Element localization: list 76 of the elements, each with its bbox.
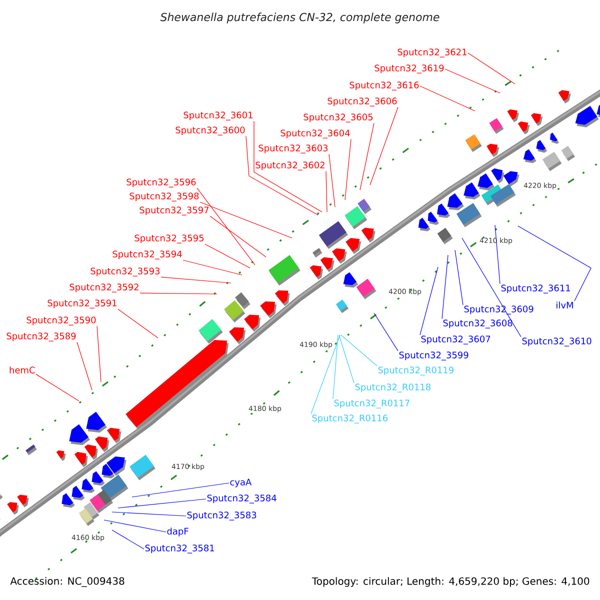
- gene-label: Sputcn32_3602: [256, 162, 324, 170]
- leader-line: [340, 334, 378, 366]
- footer-text: Accession: NC_009438: [10, 577, 124, 587]
- gene-label: Sputcn32_3603: [258, 144, 328, 154]
- gene-label: Sputcn32_3601: [184, 112, 252, 120]
- leader-line: [140, 292, 218, 294]
- leader-line: [182, 260, 242, 276]
- leader-line: [132, 482, 230, 498]
- leader-line: [444, 68, 500, 94]
- leader-line: [310, 334, 340, 414]
- gene-label: Sputcn32_R0116: [312, 414, 388, 424]
- gene-label: Sputcn32_3597: [140, 206, 209, 216]
- leader-line: [332, 334, 338, 400]
- gene-label: Sputcn32_3598: [130, 192, 199, 202]
- gene-label: Sputcn32_3589: [6, 332, 76, 342]
- leader-line: [76, 342, 92, 390]
- gene-label: Sputcn32_3591: [48, 300, 116, 308]
- leader-line: [328, 154, 336, 208]
- leader-line: [112, 512, 186, 516]
- gene-label: Sputcn32_R0118: [355, 384, 430, 392]
- gene-label: Sputcn32_3584: [207, 494, 276, 504]
- leader-line: [210, 216, 266, 258]
- leader-line: [118, 498, 206, 508]
- leader-line: [96, 326, 102, 382]
- gene-label: Sputcn32_3596: [126, 178, 196, 188]
- gene-label: cyaA: [230, 478, 252, 488]
- gene-label: ilvM: [556, 302, 573, 308]
- gene-label: Sputcn32_3593: [90, 268, 160, 276]
- leader-line: [104, 520, 166, 532]
- gene-label: Sputcn32_3583: [187, 512, 256, 520]
- leader-line: [494, 224, 500, 284]
- leader-line: [420, 86, 476, 112]
- gene-label: Sputcn32_3605: [304, 114, 373, 122]
- leader-line: [454, 250, 464, 306]
- gene-label: Sputcn32_3611: [501, 284, 570, 294]
- gene-label: Sputcn32_3604: [280, 130, 350, 138]
- leader-line: [370, 106, 398, 186]
- leader-line: [420, 266, 438, 336]
- gene-label: Sputcn32_3619: [374, 64, 444, 74]
- gene-label: Sputcn32_3599: [399, 352, 468, 360]
- leader-line: [246, 136, 318, 216]
- leader-line: [160, 276, 232, 284]
- leader-line: [112, 530, 144, 550]
- gene-label: Sputcn32_3610: [522, 338, 592, 346]
- gene-label: Sputcn32_3581: [145, 544, 214, 554]
- leader-line: [204, 244, 250, 268]
- title: Shewanella putrefaciens CN-32, complete genome: [160, 12, 440, 24]
- leader-line: [338, 334, 354, 384]
- leader-line: [360, 122, 374, 190]
- gene-label: Sputcn32_3590: [26, 316, 96, 326]
- gene-label: Sputcn32_3621: [398, 48, 466, 58]
- gene-label: Sputcn32_R0117: [334, 400, 410, 408]
- leader-line: [468, 52, 516, 84]
- leader-line: [442, 254, 448, 320]
- gene-label: Sputcn32_R0119: [378, 366, 454, 376]
- leader-line: [374, 312, 398, 352]
- gene-label: Sputcn32_3595: [134, 234, 204, 244]
- footer-text: Topology: circular; Length: 4,659,220 bp; Genes: 4,100: [312, 577, 590, 587]
- leader-line: [36, 374, 80, 402]
- leader-line: [326, 170, 328, 212]
- gene-label: Sputcn32_3594: [112, 250, 182, 260]
- gene-label: Sputcn32_3616: [350, 82, 419, 90]
- gene-label: Sputcn32_3606: [328, 98, 397, 106]
- leader-line: [118, 308, 158, 338]
- leader-line: [344, 138, 352, 200]
- leader-line: [462, 238, 522, 338]
- leader-line: [200, 202, 292, 238]
- leader-line: [254, 120, 322, 212]
- leader-line: [196, 188, 256, 266]
- gene-label: Sputcn32_3607: [421, 336, 490, 344]
- leader-line: [518, 226, 592, 302]
- gene-label: dapF: [167, 528, 188, 536]
- gene-label: hemC: [10, 366, 35, 374]
- gene-label: Sputcn32_3608: [443, 320, 512, 328]
- gene-label: Sputcn32_3600: [176, 126, 245, 136]
- gene-label: Sputcn32_3592: [70, 284, 138, 292]
